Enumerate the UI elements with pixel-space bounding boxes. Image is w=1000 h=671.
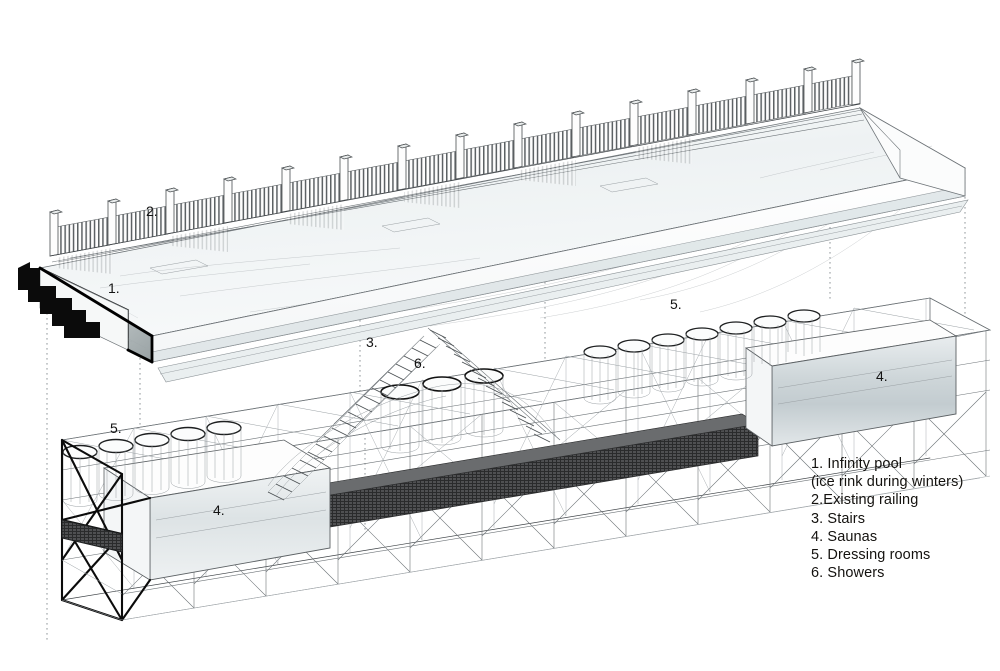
pool-underside-lip — [157, 199, 969, 383]
legend-item-2: 2.Existing railing — [811, 492, 919, 509]
pool-left-end — [18, 262, 154, 364]
base-outline — [61, 475, 991, 621]
railing-reflection — [56, 138, 692, 274]
infinity-pool-volume — [18, 58, 969, 383]
sauna-truss-structure — [60, 297, 992, 622]
legend-item-6: 6. Showers — [811, 565, 885, 582]
dressing-rooms-right — [583, 309, 821, 405]
sauna-right — [744, 319, 958, 447]
sauna-left — [102, 439, 332, 581]
label-2: 2. — [146, 203, 158, 219]
callout-labels: 1. 2. 3. 6. 5. 5. 4. 4. — [108, 203, 888, 518]
existing-railing — [48, 58, 866, 275]
dressing-rooms-left — [62, 420, 242, 507]
legend-item-5: 5. Dressing rooms — [811, 547, 931, 564]
legend-item-1: 1. Infinity pool — [811, 456, 903, 472]
stair-flight-right — [427, 327, 561, 443]
label-5-left: 5. — [110, 420, 122, 436]
label-3: 3. — [366, 334, 378, 350]
label-4-left: 4. — [213, 502, 225, 518]
left-end-frame-highlight — [60, 438, 152, 622]
railing-panels — [55, 75, 853, 256]
legend-item-3: 3. Stairs — [811, 510, 866, 527]
sauna-right-endcap — [745, 347, 773, 447]
stairs — [267, 327, 561, 501]
legend: 1. Infinity pool (ice rink during winter… — [811, 455, 996, 582]
label-5-right: 5. — [670, 296, 682, 312]
pool-end-steps — [18, 262, 100, 338]
label-4-right: 4. — [876, 368, 888, 384]
pool-right-endcap — [858, 106, 966, 197]
label-1: 1. — [108, 280, 120, 296]
legend-item-4: 4. Saunas — [811, 528, 878, 545]
label-6: 6. — [414, 355, 426, 371]
left-platform-grating — [61, 519, 123, 553]
stair-flight-left — [267, 335, 441, 501]
legend-item-1-note: (ice rink during winters) — [811, 474, 964, 491]
